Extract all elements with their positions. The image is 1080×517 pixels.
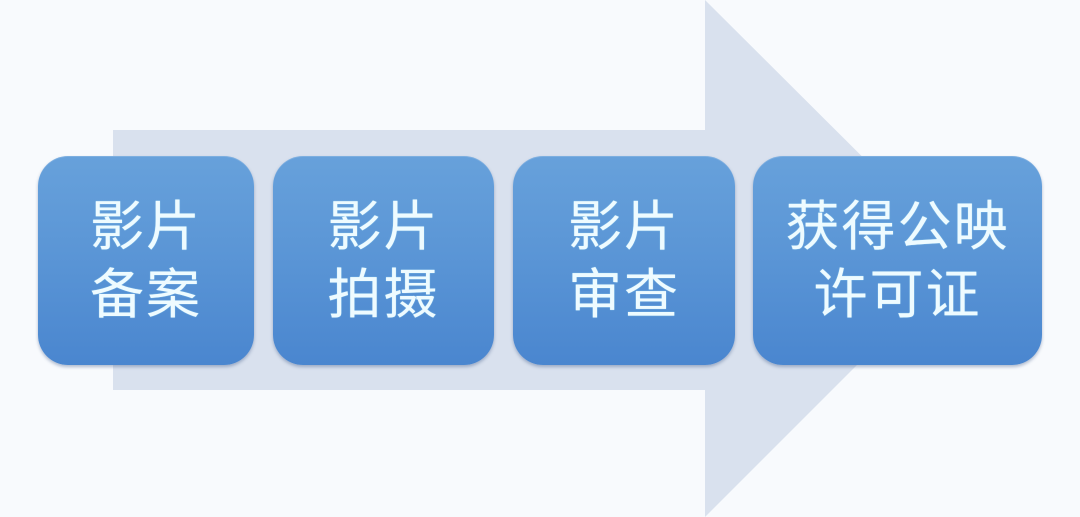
- step-label-line2: 拍摄: [327, 262, 440, 326]
- step-film-registration: 影片 备案: [38, 156, 254, 365]
- step-film-shooting: 影片 拍摄: [273, 156, 494, 365]
- step-label-line2: 审查: [568, 262, 680, 326]
- step-label-line2: 许可证: [813, 262, 982, 326]
- step-label-line1: 获得公映: [785, 194, 1010, 258]
- step-obtain-release-license: 获得公映 许可证: [753, 156, 1042, 365]
- step-label-line1: 影片: [90, 194, 202, 258]
- step-film-review: 影片 审查: [513, 156, 735, 365]
- step-label-line2: 备案: [90, 262, 202, 326]
- step-label-line1: 影片: [568, 194, 680, 258]
- step-label-line1: 影片: [327, 194, 440, 258]
